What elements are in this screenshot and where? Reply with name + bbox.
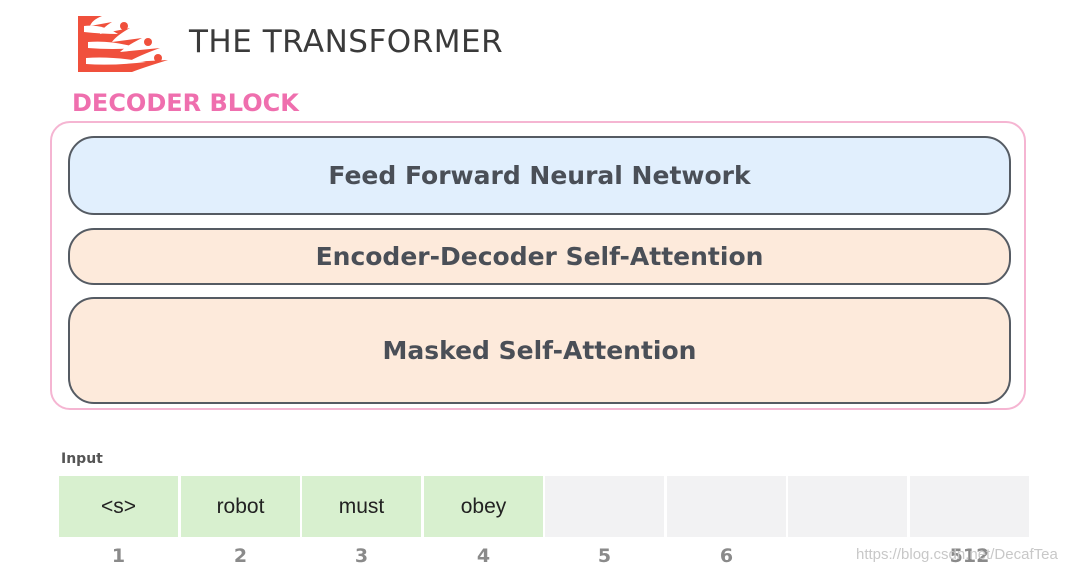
page-title: THE TRANSFORMER bbox=[189, 24, 504, 60]
feed-forward-layer-label: Feed Forward Neural Network bbox=[328, 161, 751, 190]
input-token-cell: must bbox=[302, 476, 421, 537]
position-index: 4 bbox=[476, 545, 491, 567]
position-index: 3 bbox=[354, 545, 369, 567]
position-index: 512 bbox=[949, 545, 990, 567]
input-token-row: <s> robot must obey bbox=[59, 476, 1029, 537]
input-token-cell: <s> bbox=[59, 476, 178, 537]
input-token-cell-empty bbox=[910, 476, 1029, 537]
decoder-block-label: DECODER BLOCK bbox=[72, 89, 299, 117]
input-token-cell-empty bbox=[667, 476, 786, 537]
position-index: 2 bbox=[233, 545, 248, 567]
input-token-cell-empty bbox=[788, 476, 907, 537]
input-label: Input bbox=[61, 451, 103, 467]
masked-self-attention-layer: Masked Self-Attention bbox=[68, 297, 1011, 404]
encoder-decoder-attention-layer: Encoder-Decoder Self-Attention bbox=[68, 228, 1011, 285]
input-token-cell: obey bbox=[424, 476, 543, 537]
input-token-cell: robot bbox=[181, 476, 300, 537]
position-index: 1 bbox=[111, 545, 126, 567]
feed-forward-layer: Feed Forward Neural Network bbox=[68, 136, 1011, 215]
decoder-block-frame bbox=[50, 121, 1026, 410]
position-index: 6 bbox=[719, 545, 734, 567]
watermark-text: https://blog.csdn.net/DecafTea bbox=[856, 546, 1058, 563]
input-token-cell-empty bbox=[545, 476, 664, 537]
masked-self-attention-label: Masked Self-Attention bbox=[382, 336, 697, 365]
flame-logo-icon bbox=[78, 16, 168, 72]
position-index: 5 bbox=[597, 545, 612, 567]
encoder-decoder-attention-label: Encoder-Decoder Self-Attention bbox=[315, 242, 764, 271]
